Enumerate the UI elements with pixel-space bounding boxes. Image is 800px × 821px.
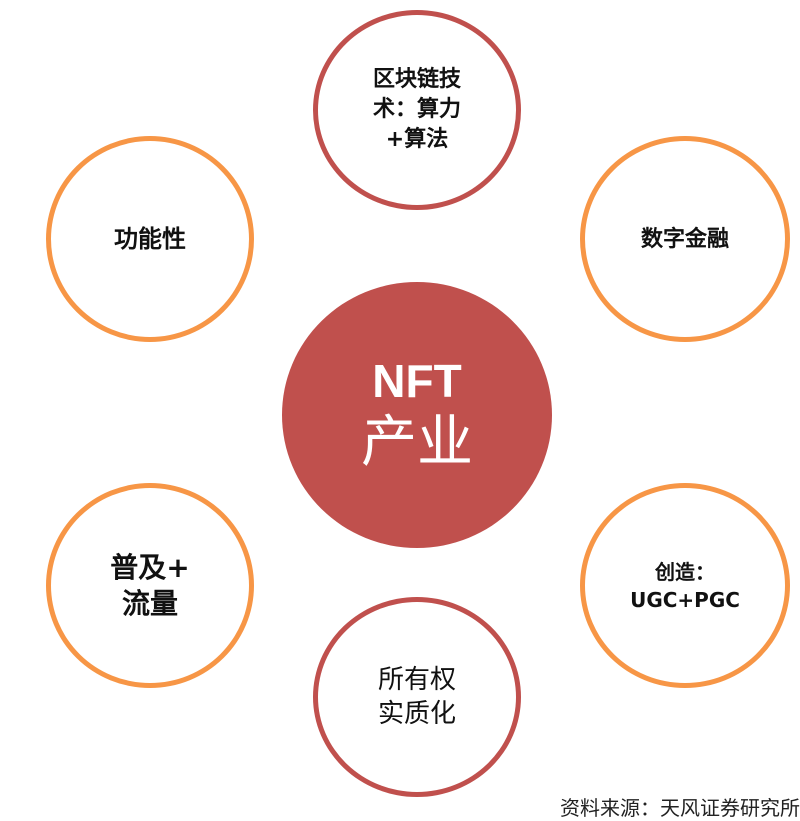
node-ownership-label: 所有权 实质化 — [377, 665, 456, 729]
node-functionality-label: 功能性 — [114, 224, 186, 253]
node-blockchain-tech-label: 区块链技 术：算力 +算法 — [372, 67, 461, 152]
node-digital-finance: 数字金融 — [580, 136, 790, 342]
center-title: NFT — [372, 355, 462, 407]
center-node-nft-industry: NFT 产业 — [282, 282, 552, 548]
node-creation-label: 创造： UGC+PGC — [630, 559, 740, 612]
node-creation: 创造： UGC+PGC — [580, 483, 790, 688]
node-ownership: 所有权 实质化 — [313, 597, 521, 797]
node-blockchain-tech: 区块链技 术：算力 +算法 — [313, 10, 521, 210]
center-subtitle: 产业 — [361, 410, 473, 475]
node-digital-finance-label: 数字金融 — [640, 226, 729, 252]
node-popularity-traffic-label: 普及+ 流量 — [110, 550, 190, 620]
node-functionality: 功能性 — [46, 136, 254, 342]
node-popularity-traffic: 普及+ 流量 — [46, 483, 254, 688]
